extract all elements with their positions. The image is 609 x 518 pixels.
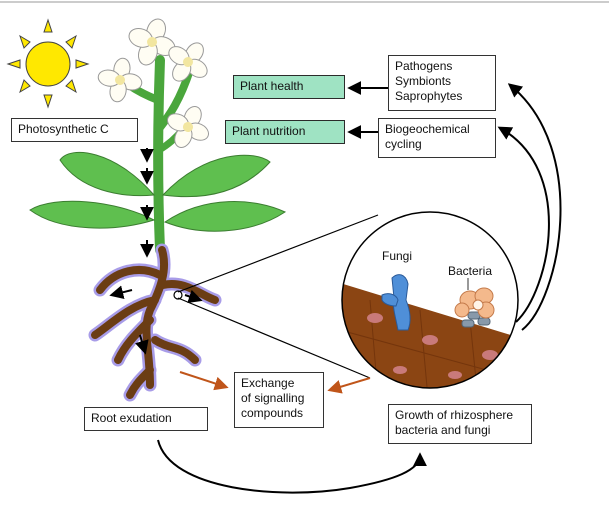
- flow-arrows: [157, 81, 562, 494]
- zoom-lines: [173, 214, 379, 379]
- bacteria-illustration: [454, 287, 495, 328]
- carbon-flow-arrows: [109, 148, 203, 355]
- flower-icon: [97, 18, 209, 148]
- growth-rhizosphere-box: Growth of rhizosphere bacteria and fungi: [388, 404, 532, 444]
- photosynthetic-c-box: Photosynthetic C: [11, 118, 138, 142]
- plant-shoot: [29, 55, 287, 255]
- plant-health-box: Plant health: [233, 75, 345, 99]
- fungi-label: Fungi: [382, 249, 412, 263]
- root-exudation-box: Root exudation: [84, 407, 208, 431]
- plant-nutrition-box: Plant nutrition: [225, 120, 345, 144]
- biogeochemical-box: Biogeochemical cycling: [378, 118, 496, 158]
- magnifier-circle: Fungi Bacteria: [341, 211, 519, 389]
- root-system: [88, 243, 222, 402]
- sun-icon: [6, 18, 90, 109]
- pathogens-box: Pathogens Symbionts Saprophytes: [388, 55, 496, 111]
- exchange-signalling-box: Exchange of signalling compounds: [234, 372, 324, 428]
- bacteria-label: Bacteria: [448, 264, 492, 278]
- fungi-illustration: [381, 274, 411, 331]
- signalling-arrows: [179, 371, 371, 394]
